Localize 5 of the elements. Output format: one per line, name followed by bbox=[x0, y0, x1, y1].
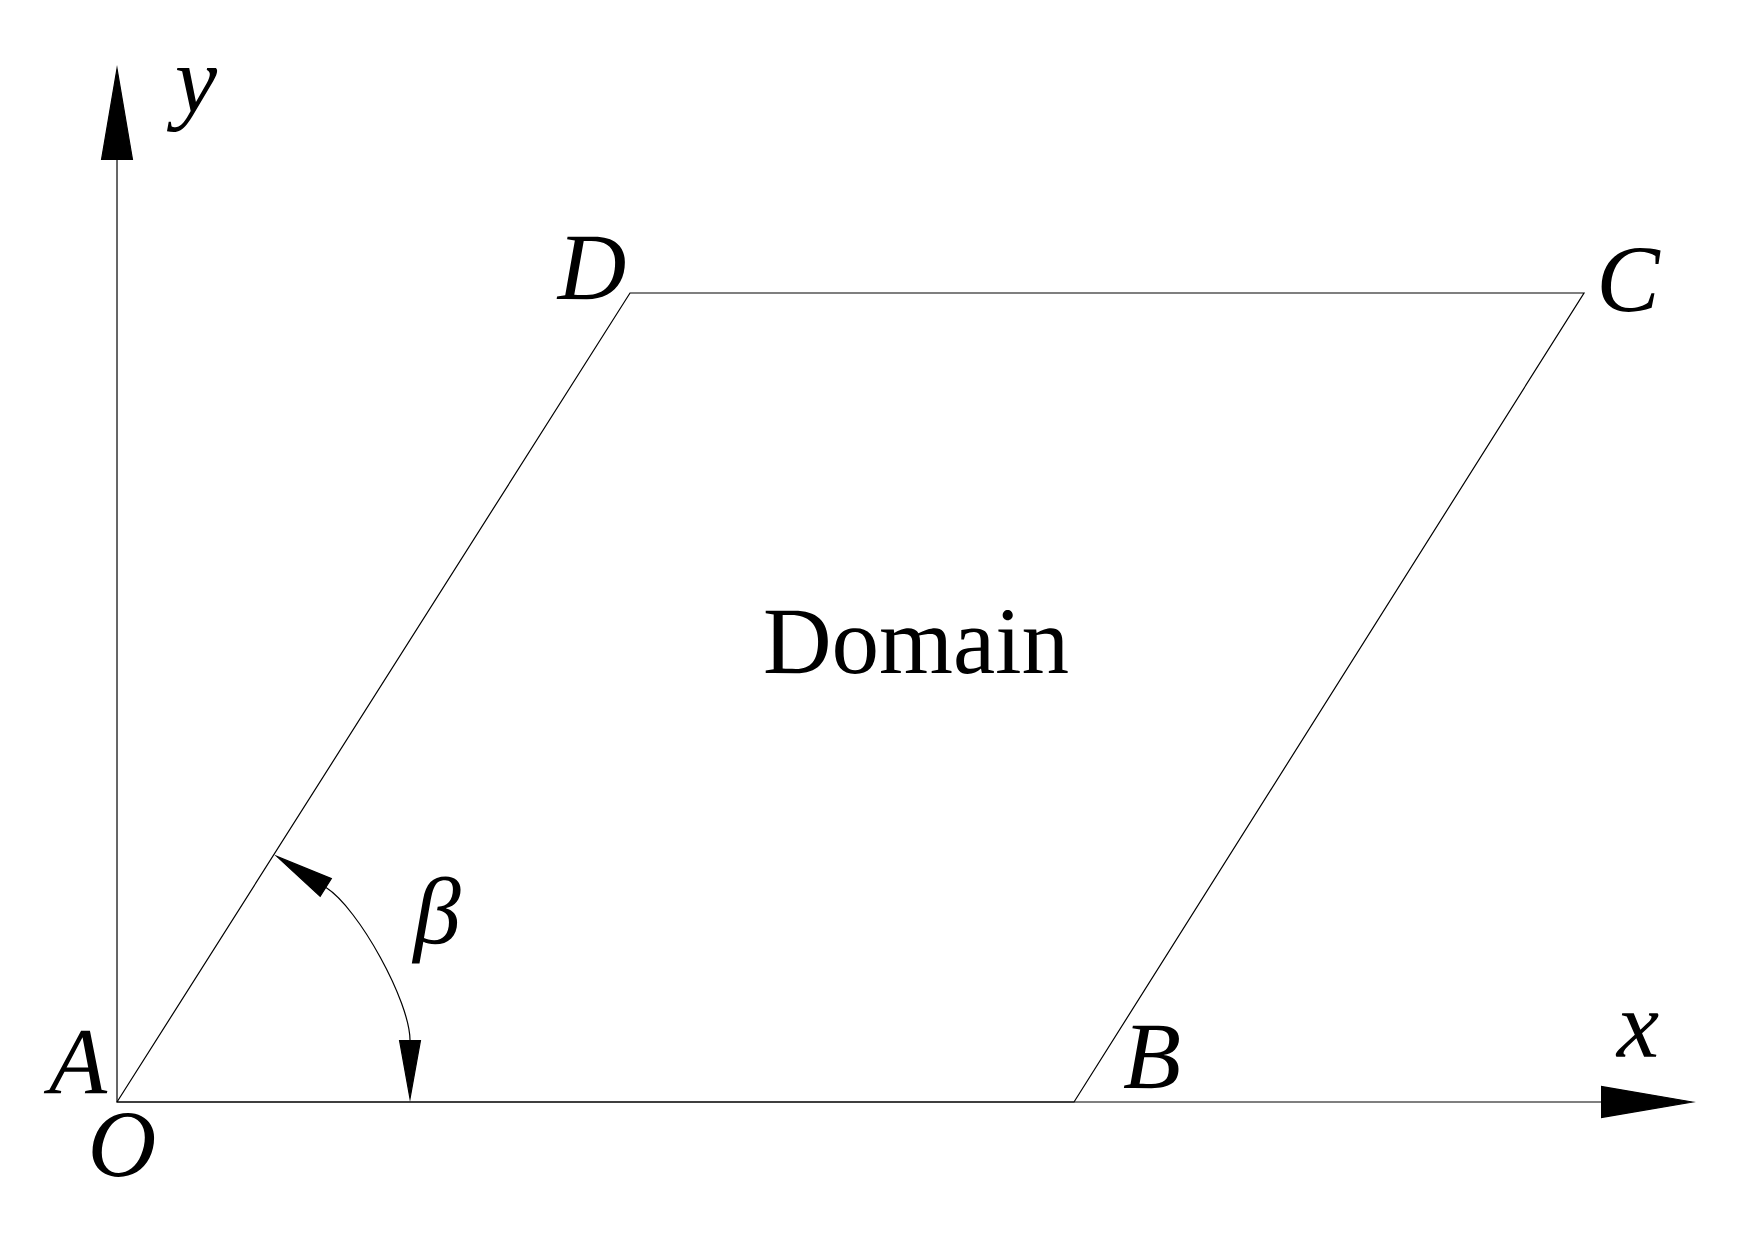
point-label: C bbox=[1601, 248, 1661, 312]
point-label: B bbox=[1123, 1025, 1179, 1089]
point-label: y bbox=[167, 67, 218, 133]
point-label: O bbox=[92, 1113, 155, 1177]
point-label: β bbox=[411, 876, 461, 964]
